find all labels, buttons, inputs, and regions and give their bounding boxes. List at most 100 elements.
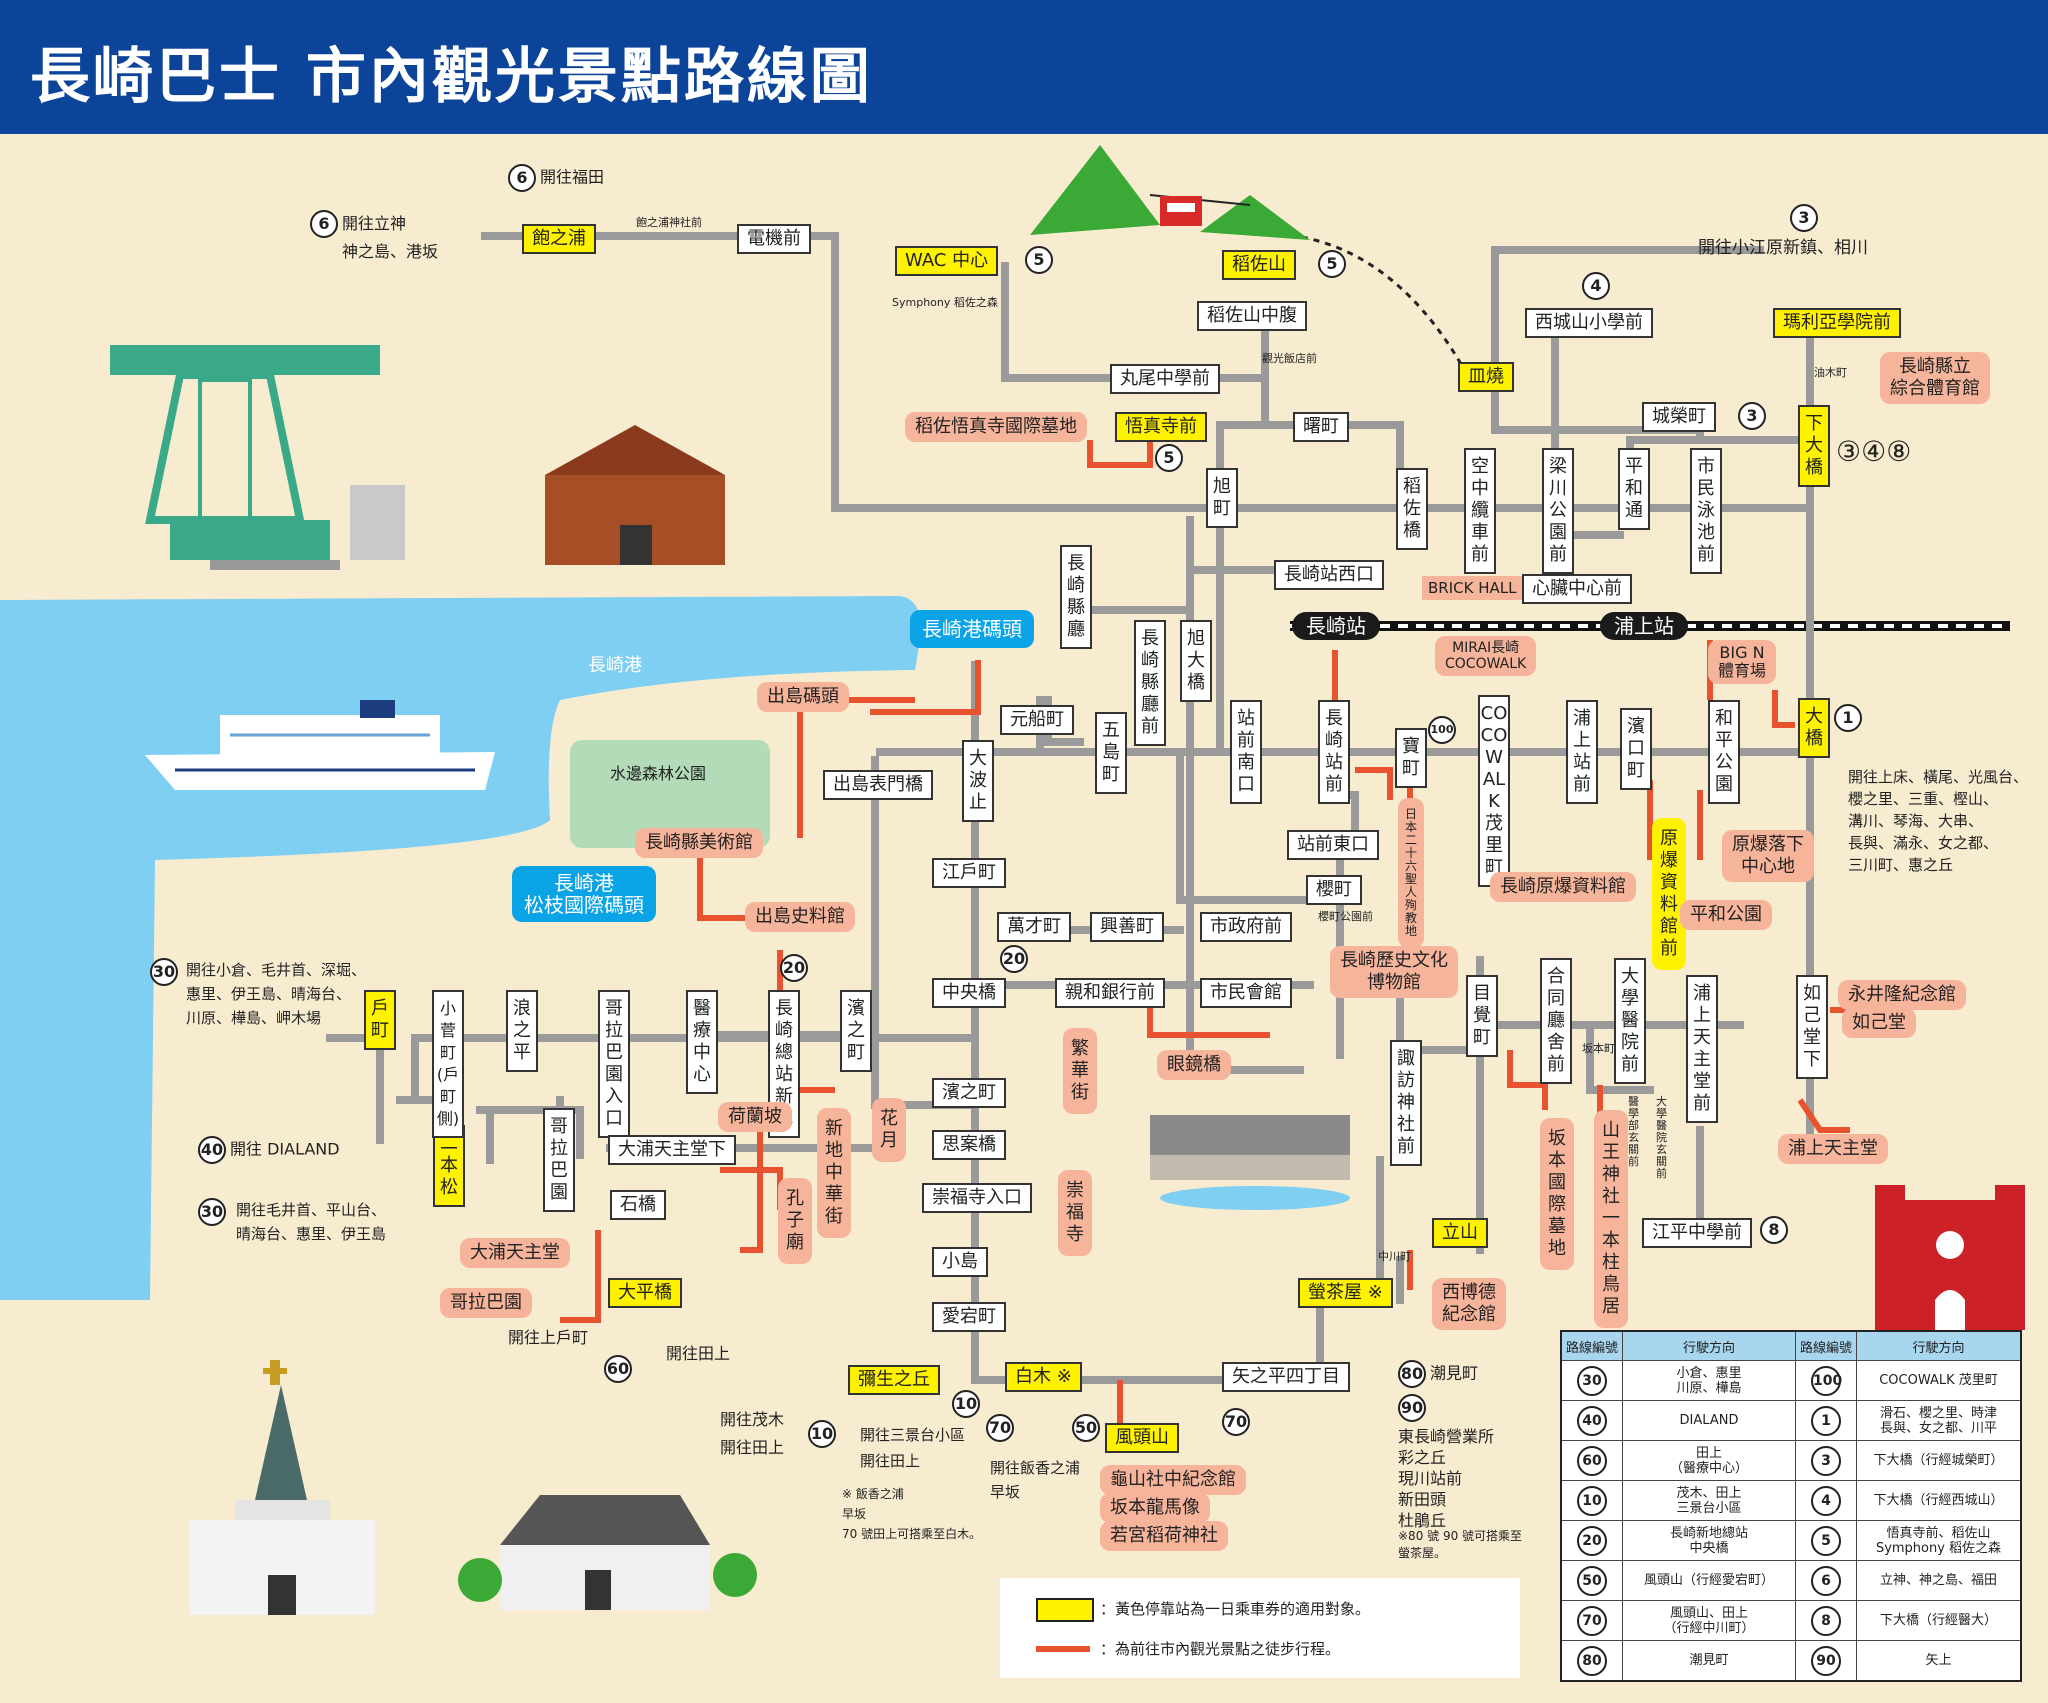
sight-kameyama[interactable]: 龜山社中紀念館 [1100, 1465, 1246, 1495]
stop-ekinishi[interactable]: 長崎站西口 [1274, 560, 1384, 590]
stop-marist[interactable]: 瑪利亞學院前 [1773, 308, 1901, 338]
stop-sakura[interactable]: 櫻町 [1306, 875, 1362, 905]
stop-edo[interactable]: 江戶町 [932, 858, 1006, 888]
stop-goshinji[interactable]: 悟真寺前 [1115, 412, 1207, 442]
stop-glover-iriguchi[interactable]: 哥拉巴園入口 [598, 990, 630, 1138]
sight-orandazaka[interactable]: 荷蘭坡 [718, 1102, 792, 1132]
stop-heiwakoen[interactable]: 和平公園 [1708, 700, 1740, 804]
stop-akunoura[interactable]: 飽之浦 [522, 224, 596, 254]
station-nagasaki[interactable]: 長崎站 [1292, 612, 1380, 640]
stop-godochosha[interactable]: 合同廳舍前 [1540, 958, 1572, 1084]
sight-hanagetsu[interactable]: 花月 [872, 1098, 906, 1162]
stop-brick-hall[interactable]: BRICK HALL [1422, 576, 1523, 600]
sight-art-museum[interactable]: 長崎縣美術館 [635, 828, 763, 858]
stop-manzai[interactable]: 萬才町 [997, 912, 1071, 942]
stop-hotarujaya[interactable]: 螢茶屋 ※ [1298, 1278, 1393, 1308]
stop-kazagashira[interactable]: 風頭山 [1105, 1423, 1179, 1453]
stop-ryosen[interactable]: 梁川公園前 [1542, 448, 1574, 574]
stop-todomachi[interactable]: 戶町 [364, 990, 396, 1050]
stop-shiroei[interactable]: 城榮町 [1642, 402, 1716, 432]
stop-maruo[interactable]: 丸尾中學前 [1110, 364, 1220, 394]
stop-akebono[interactable]: 曙町 [1293, 412, 1349, 442]
sight-dejima-shiryo[interactable]: 出島史料館 [745, 902, 855, 932]
sight-urakami-cathedral[interactable]: 浦上天主堂 [1778, 1134, 1888, 1164]
sight-peace-park[interactable]: 平和公園 [1680, 900, 1772, 930]
stop-wac[interactable]: WAC 中心 [895, 246, 999, 276]
sight-shinchi[interactable]: 新地中華街 [817, 1108, 851, 1238]
stop-denkimae[interactable]: 電機前 [737, 224, 811, 254]
stop-dejima-omote[interactable]: 出島表門橋 [823, 770, 933, 800]
sight-nyokodo[interactable]: 如己堂 [1842, 1008, 1916, 1038]
stop-nihonmatsu[interactable]: 二本松 [433, 1125, 465, 1207]
stop-saraya[interactable]: 皿燒 [1458, 362, 1514, 392]
stop-shiyakusho[interactable]: 市政府前 [1200, 912, 1292, 942]
stop-ekimae[interactable]: 長崎站前 [1318, 700, 1350, 804]
stop-asahi[interactable]: 旭町 [1206, 468, 1238, 528]
sight-wakamiya[interactable]: 若宮稻荷神社 [1100, 1521, 1228, 1551]
sight-prefgym[interactable]: 長崎縣立 綜合體育館 [1880, 352, 1990, 404]
stop-shinzou[interactable]: 心臟中心前 [1522, 574, 1632, 604]
stop-kozen[interactable]: 興善町 [1090, 912, 1164, 942]
stop-kuchu[interactable]: 空中纜車前 [1464, 448, 1496, 574]
stop-cocowalk[interactable]: COCOWALK 茂里町 [1478, 695, 1510, 887]
sight-bign[interactable]: BIG N 體育場 [1708, 640, 1777, 684]
stop-nyoko[interactable]: 如己堂下 [1796, 975, 1828, 1079]
sight-hypocenter[interactable]: 原爆落下 中心地 [1722, 830, 1814, 882]
stop-daigaku[interactable]: 大學醫院前 [1614, 958, 1646, 1084]
stop-ohashi[interactable]: 大橋 [1798, 698, 1830, 758]
stop-atago[interactable]: 愛宕町 [932, 1302, 1006, 1332]
stop-suwa[interactable]: 諏訪神社前 [1390, 1040, 1422, 1166]
sight-inasa-cemetery[interactable]: 稻佐悟真寺國際墓地 [905, 412, 1087, 442]
stop-hamanomachi-v[interactable]: 濱之町 [840, 990, 872, 1072]
sight-dejima-wharf[interactable]: 出島碼頭 [757, 682, 849, 712]
stop-hamaguchi[interactable]: 濱口町 [1620, 708, 1652, 790]
stop-sofukuji-iri[interactable]: 崇福寺入口 [922, 1183, 1032, 1213]
stop-naminohira[interactable]: 浪之平 [506, 990, 538, 1072]
stop-kenchoumae[interactable]: 長崎縣廳前 [1134, 620, 1166, 746]
stop-ekimae-higashi[interactable]: 站前東口 [1287, 830, 1379, 860]
stop-atomic-v[interactable]: 原爆資料館前 [1652, 818, 1686, 970]
sight-megane[interactable]: 眼鏡橋 [1157, 1050, 1231, 1080]
stop-shiraki[interactable]: 白木 ※ [1005, 1362, 1082, 1392]
stop-ekoen[interactable]: 江平中學前 [1642, 1218, 1752, 1248]
sight-atomic[interactable]: 長崎原爆資料館 [1490, 872, 1636, 902]
stop-kohira[interactable]: 小菅町(戶町側) [432, 990, 464, 1138]
stop-takara[interactable]: 寶町 [1395, 728, 1427, 788]
sight-confucius[interactable]: 孔子廟 [778, 1178, 812, 1264]
stop-asahibashi[interactable]: 旭大橋 [1180, 620, 1212, 702]
stop-ohirabashi[interactable]: 大平橋 [608, 1278, 682, 1308]
stop-inasayama[interactable]: 稻佐山 [1222, 250, 1296, 280]
stop-kojima[interactable]: 小島 [932, 1247, 988, 1277]
stop-heiwadori[interactable]: 平和通 [1618, 448, 1650, 530]
sight-ryoma[interactable]: 坂本龍馬像 [1100, 1493, 1210, 1523]
stop-shianbashi[interactable]: 思案橋 [932, 1130, 1006, 1160]
station-urakami[interactable]: 浦上站 [1600, 612, 1688, 640]
sight-oura[interactable]: 大浦天主堂 [460, 1238, 570, 1268]
sight-26saints[interactable]: 日本二十六聖人殉教地 [1398, 798, 1424, 948]
stop-urakami-eki[interactable]: 浦上站前 [1566, 700, 1598, 804]
stop-chuobashi[interactable]: 中央橋 [932, 978, 1006, 1008]
stop-shinwa[interactable]: 親和銀行前 [1055, 978, 1165, 1008]
sight-sofukuji[interactable]: 崇福寺 [1058, 1170, 1092, 1256]
stop-kenchou[interactable]: 長崎縣廳 [1060, 545, 1092, 649]
sight-sanno[interactable]: 山王神社一本柱鳥居 [1594, 1110, 1628, 1328]
stop-oura-shimo[interactable]: 大浦天主堂下 [608, 1135, 736, 1165]
stop-mezame[interactable]: 目覺町 [1466, 975, 1498, 1057]
sight-hanaguri[interactable]: 繁華街 [1063, 1028, 1097, 1114]
sight-siebold[interactable]: 西博德 紀念館 [1432, 1278, 1506, 1330]
stop-ishibashi[interactable]: 石橋 [610, 1190, 666, 1220]
stop-shimoohashi[interactable]: 下大橋 [1798, 405, 1830, 487]
stop-ekimae-minami[interactable]: 站前南口 [1230, 700, 1262, 804]
stop-yayoi[interactable]: 彌生之丘 [848, 1365, 940, 1395]
stop-iryo[interactable]: 醫療中心 [686, 990, 718, 1094]
stop-yanohira[interactable]: 矢之平四丁目 [1222, 1362, 1350, 1392]
stop-shimin[interactable]: 市民泳池前 [1690, 448, 1722, 574]
stop-motofuna[interactable]: 元船町 [1000, 705, 1074, 735]
stop-inasabashi[interactable]: 稻佐橋 [1396, 468, 1428, 550]
stop-nishijo[interactable]: 西城山小學前 [1525, 308, 1653, 338]
stop-glover-v[interactable]: 哥拉巴園 [543, 1108, 575, 1212]
stop-hamanomachi[interactable]: 濱之町 [932, 1078, 1006, 1108]
sight-history[interactable]: 長崎歷史文化 博物館 [1330, 946, 1458, 998]
sight-mirai[interactable]: MIRAI長崎 COCOWALK [1435, 636, 1537, 676]
stop-inasa-chufuku[interactable]: 稻佐山中腹 [1197, 301, 1307, 331]
